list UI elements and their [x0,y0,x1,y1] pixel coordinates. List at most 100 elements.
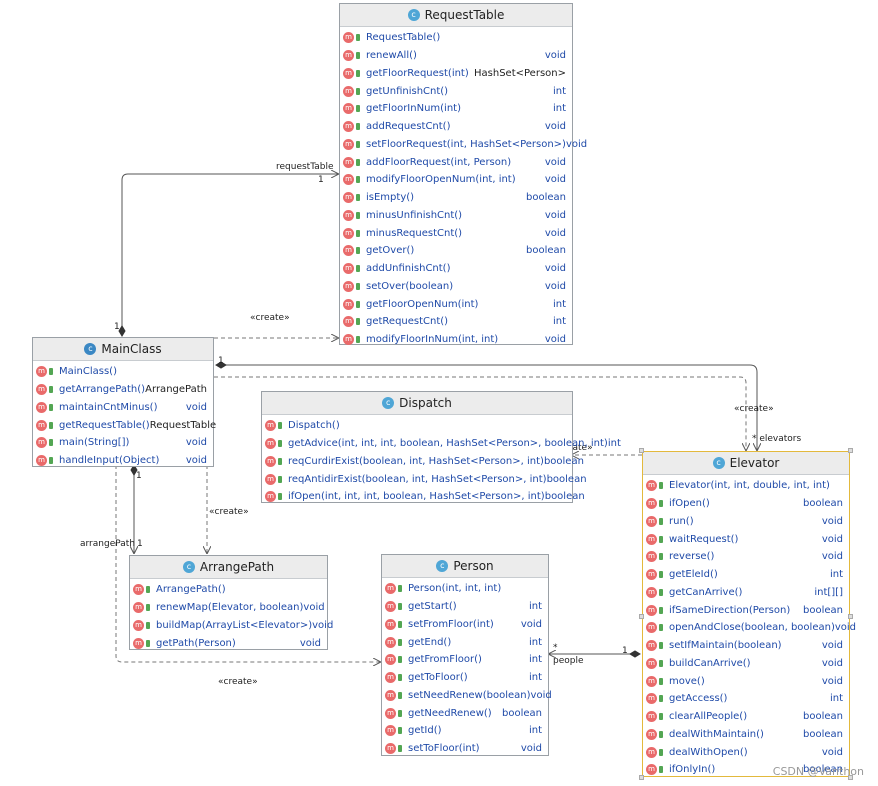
watermark: CSDN @Vanthon [772,765,864,778]
selection-handle[interactable] [639,614,644,619]
member-signature: reqAntidirExist(boolean, int, HashSet<Pe… [288,473,547,485]
member-signature: minusRequestCnt() [366,227,463,239]
method-icon: m [343,85,354,97]
member-signature: getId() [408,725,442,737]
stereotype-create-arrangepath: «create» [209,507,249,517]
member-signature: getFromFloor() [408,654,482,666]
method-icon: m [385,672,396,684]
selection-handle[interactable] [848,448,853,453]
class-icon: c [407,9,420,21]
member-return-type: void [821,515,843,527]
public-icon [398,674,402,682]
method-icon: m [646,480,657,492]
method-icon: m [265,420,276,432]
selection-handle[interactable] [639,448,644,453]
member-return-type: void [821,746,843,758]
member-row[interactable]: m reqAntidirExist(boolean, int, HashSet<P… [262,470,587,488]
member-return-type: void [544,121,566,133]
selection-handle[interactable] [848,614,853,619]
member-signature: RequestTable() [366,32,441,44]
mult-arrangepath: 1 [137,539,143,549]
method-icon: m [646,764,657,776]
public-icon [278,422,282,430]
member-return-type: void [520,618,542,630]
selection-handle[interactable] [639,775,644,780]
public-icon [659,659,663,667]
method-icon: m [385,618,396,630]
member-signature: getAdvice(int, int, int, boolean, HashSe… [288,438,608,450]
selection-handle[interactable] [848,775,853,780]
member-return-type: void [821,640,843,652]
method-icon: m [265,473,276,485]
